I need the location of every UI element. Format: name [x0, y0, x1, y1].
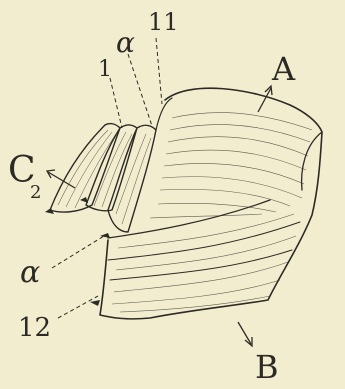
alpha-left-leader: [52, 236, 104, 268]
label-b: B: [255, 348, 279, 386]
label-eleven: 11: [148, 8, 179, 36]
label-twelve: 12: [18, 313, 51, 343]
label-one: 1: [98, 57, 112, 82]
label-alpha-left: α: [20, 255, 40, 290]
direction-arrows: [47, 86, 272, 346]
fibre-hatching: [112, 113, 312, 312]
alpha-top-leader: [128, 54, 152, 126]
arrow-b-head: [245, 337, 252, 346]
label-c-subscript: 2: [30, 182, 41, 203]
label-alpha-top: α: [116, 26, 135, 59]
segment-strips: [45, 98, 172, 306]
arrow-b: [238, 322, 251, 344]
arrow-a: [258, 88, 271, 112]
eleven-leader: [156, 38, 162, 104]
one-leader: [110, 78, 122, 128]
twelve-leader: [58, 296, 98, 318]
label-a: A: [271, 50, 296, 88]
